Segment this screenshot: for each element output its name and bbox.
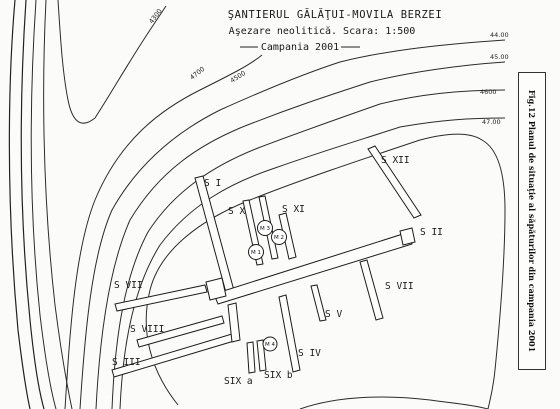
marker-m1-label: M 1 [251, 250, 261, 256]
map-campaign: Campania 2001 [261, 42, 339, 53]
label-s-viii: S VIII [130, 324, 164, 335]
marker-m4-circle [262, 336, 278, 352]
trench-s-xii [367, 145, 422, 219]
trench-s-vii-right [359, 259, 384, 321]
contour-label-47: 47.00 [482, 118, 501, 126]
label-s-xii: S XII [381, 155, 410, 166]
label-s-vii-right: S VII [385, 281, 414, 292]
map-title: ŞANTIERUL GĂLĂŢUI-MOVILA BERZEI [228, 8, 443, 21]
trench-s-ii-end [399, 227, 416, 246]
label-s-ix-b: SIX b [264, 370, 293, 381]
label-s-iv: S IV [298, 348, 321, 359]
trench-junction-block [205, 277, 227, 301]
grave-markers: M 1 M 2 M 3 M 4 [248, 220, 287, 352]
marker-m2-label: M 2 [274, 235, 284, 241]
trench-s-ix-a [246, 341, 256, 374]
trench-junction-stub [227, 302, 241, 343]
trench-labels: S I S X S XI S XII S II S VII S VIII S I… [112, 155, 443, 387]
figure-caption-box: Fig.12 Planul de situaţie al săpăturilor… [518, 72, 546, 370]
trench-s-iii [111, 333, 235, 378]
label-s-v: S V [325, 309, 342, 320]
label-s-x: S X [228, 206, 245, 217]
trench-s-viii [136, 315, 225, 348]
contour-label-4700: 4700 [188, 65, 206, 81]
marker-m2-circle [271, 229, 287, 245]
marker-m3-circle [257, 220, 273, 236]
contour-label-4300: 4300 [147, 7, 163, 25]
contour-label-4500: 4500 [229, 69, 247, 85]
marker-m1-circle [248, 244, 264, 260]
label-s-iii: S III [112, 357, 141, 368]
label-s-i: S I [204, 178, 221, 189]
label-s-xi: S XI [282, 204, 305, 215]
contour-label-4600: 4600 [480, 88, 497, 96]
figure-caption: Fig.12 Planul de situaţie al săpăturilor… [527, 89, 537, 353]
marker-m4-label: M 4 [265, 342, 275, 348]
contour-label-44: 44.00 [490, 31, 509, 39]
marker-m3-label: M 3 [260, 226, 270, 232]
trench-s-xi [278, 212, 297, 260]
label-s-ii: S II [420, 227, 443, 238]
river-bank-lines [8, 0, 96, 409]
contour-label-45: 45.00 [490, 53, 509, 61]
trench-s-vii-left [114, 284, 208, 312]
title-block: ŞANTIERUL GĂLĂŢUI-MOVILA BERZEI Aşezare … [228, 8, 443, 53]
trench-s-v [310, 284, 327, 322]
label-s-vii-left: S VII [114, 280, 143, 291]
label-s-ix-a: SIX a [224, 376, 253, 387]
trench-s-iv [278, 294, 301, 373]
map-subtitle: Aşezare neolitică. Scara: 1:500 [229, 25, 416, 37]
